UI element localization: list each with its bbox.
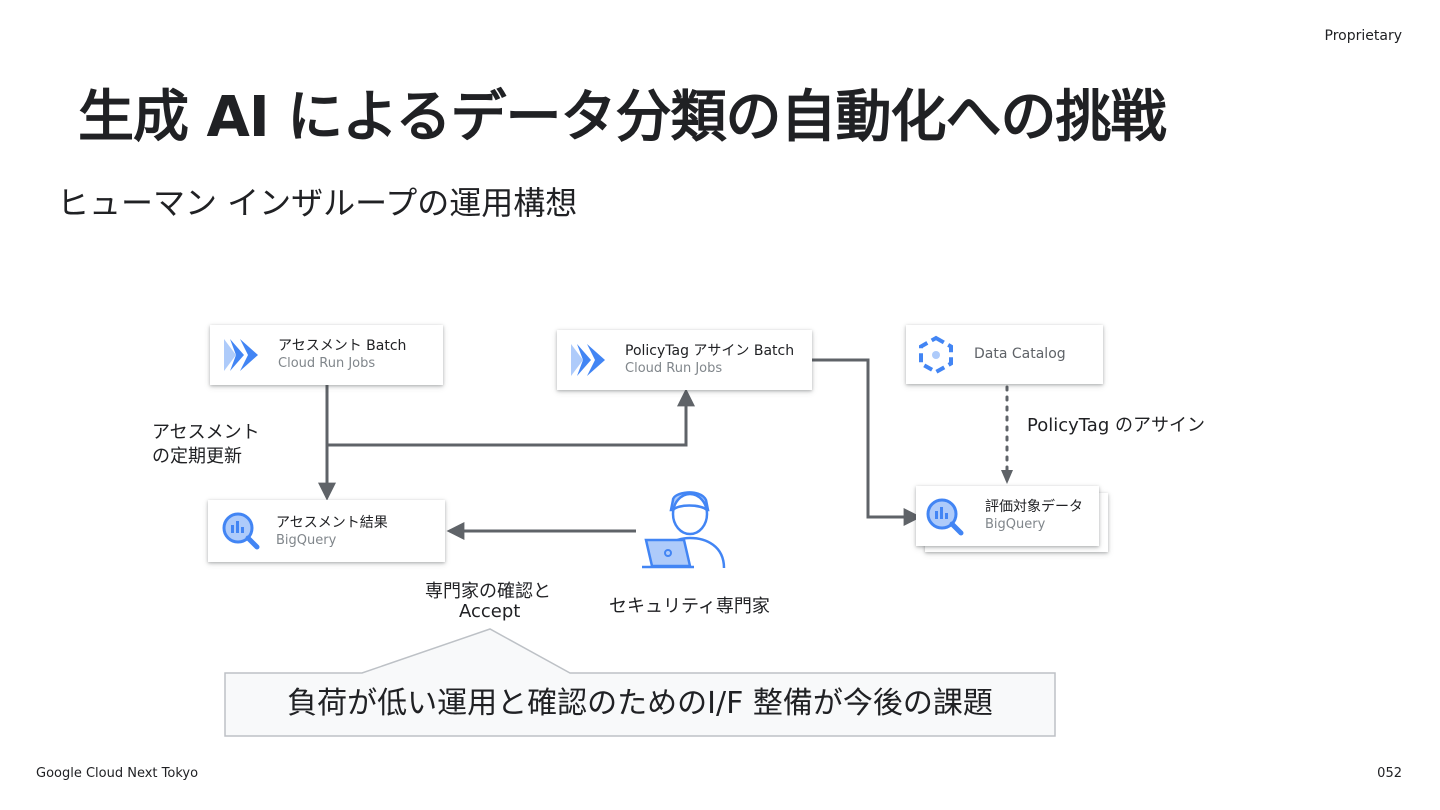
footer-event: Google Cloud Next Tokyo: [36, 766, 199, 781]
node-title: PolicyTag アサイン Batch: [625, 343, 795, 359]
label-expert-confirm-2: Accept: [459, 601, 521, 622]
slide-title: 生成 AI によるデータ分類の自動化への挑戦: [78, 85, 1166, 150]
callout-bubble: [224, 628, 1056, 737]
node-target-data: 評価対象データ BigQuery: [916, 486, 1099, 546]
label-security-expert: セキュリティ専門家: [609, 596, 770, 617]
data-catalog-icon: [919, 335, 953, 375]
bigquery-icon: [222, 512, 260, 550]
security-expert-icon: [642, 491, 726, 569]
arrow-policytag-to-target: [812, 358, 922, 526]
label-periodic-update-1: アセスメント: [152, 422, 260, 443]
proprietary-label: Proprietary: [1324, 28, 1402, 44]
node-subtitle: BigQuery: [985, 517, 1046, 532]
callout-text: 負荷が低い運用と確認のためのI/F 整備が今後の課題: [287, 686, 993, 721]
node-assessment-result: アセスメント結果 BigQuery: [208, 500, 445, 562]
node-title: Data Catalog: [974, 346, 1066, 362]
cloud-run-icon: [224, 339, 258, 371]
label-expert-confirm-1: 専門家の確認と: [425, 581, 551, 602]
node-subtitle: Cloud Run Jobs: [625, 361, 723, 376]
arrow-batch-to-policytag: [327, 388, 695, 447]
node-subtitle: BigQuery: [276, 533, 337, 548]
node-title: アセスメント Batch: [278, 338, 407, 354]
node-subtitle: Cloud Run Jobs: [278, 356, 376, 371]
bigquery-icon: [926, 498, 964, 536]
slide-subtitle: ヒューマン インザループの運用構想: [57, 184, 578, 222]
node-assessment-batch: アセスメント Batch Cloud Run Jobs: [210, 325, 443, 385]
node-title: アセスメント結果: [276, 515, 388, 531]
node-data-catalog: Data Catalog: [906, 325, 1103, 384]
label-periodic-update-2: の定期更新: [152, 446, 242, 467]
node-title: 評価対象データ: [985, 499, 1083, 515]
node-policytag-batch: PolicyTag アサイン Batch Cloud Run Jobs: [557, 330, 812, 390]
cloud-run-icon: [571, 344, 605, 376]
page-number: 052: [1377, 766, 1402, 781]
label-policytag-assign: PolicyTag のアサイン: [1027, 415, 1205, 436]
